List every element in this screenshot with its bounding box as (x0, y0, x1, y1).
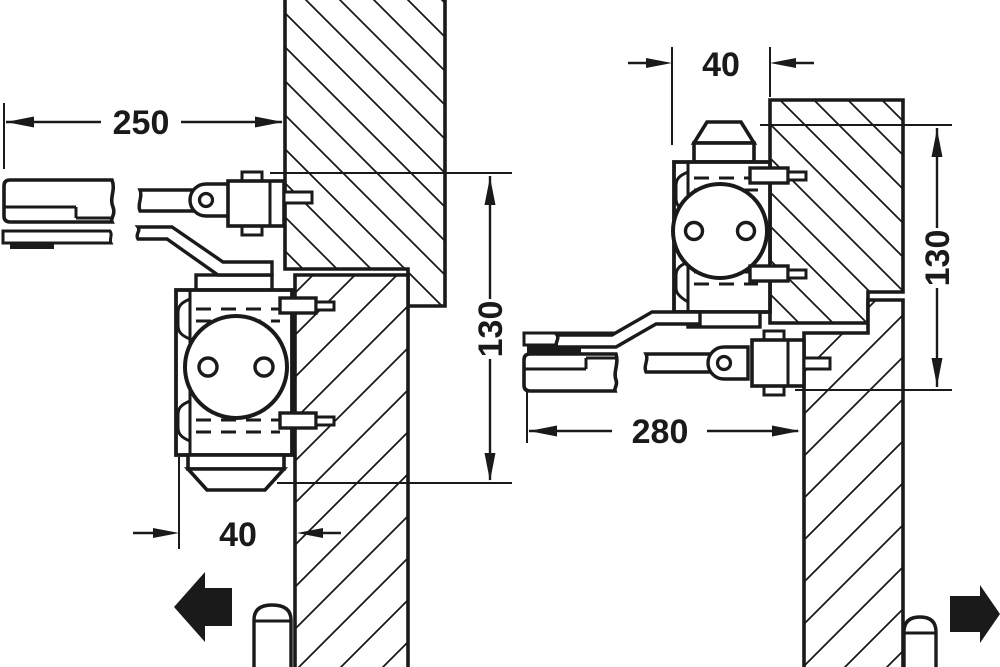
right-dim-40: 40 (628, 46, 814, 145)
bracket-screw (802, 356, 832, 371)
mounting-tab (278, 296, 318, 315)
arrowhead-left-icon (529, 425, 557, 437)
pinion-plate (194, 273, 274, 292)
arm-bracket (750, 338, 806, 388)
right-dim-280: 280 (526, 387, 800, 451)
arrowhead-right-icon (646, 58, 672, 68)
left-dim-250: 250 (3, 103, 283, 169)
mounting-tab (748, 166, 790, 185)
right-arm-assembly (643, 329, 832, 397)
door-swing-arrow-right-icon (950, 585, 1000, 643)
left-door-section (293, 273, 410, 667)
left-arm-assembly (137, 170, 314, 237)
arrowhead-down-icon (931, 358, 943, 386)
left-dim-130: 130 (270, 172, 512, 484)
dim-label-130: 130 (919, 230, 957, 287)
hinge-pin (252, 603, 293, 667)
mounting-tab (748, 264, 790, 283)
left-glide-rail-section (1, 178, 116, 249)
right-closer-assembly (553, 120, 808, 349)
valve-screw-icon (735, 220, 757, 242)
mounting-screw (786, 170, 808, 182)
arrowhead-right-icon (772, 425, 800, 437)
door-swing-arrow-left-icon (174, 572, 232, 642)
arrowhead-left-icon (6, 116, 34, 128)
mounting-screw (786, 268, 808, 280)
arrowhead-right-icon (255, 116, 283, 128)
arrowhead-left-icon (297, 528, 323, 538)
arm-bar (137, 188, 200, 213)
pivot-pin-icon (715, 354, 733, 372)
mounting-tab (278, 411, 318, 430)
slider-block (10, 243, 54, 249)
closer-end-cap (690, 120, 758, 145)
bent-arm (553, 310, 702, 349)
bent-arm (134, 225, 274, 277)
hinge-pin (902, 615, 938, 667)
arrowhead-left-icon (770, 58, 796, 68)
dim-label-250: 250 (113, 104, 170, 142)
valve-screw-icon (197, 356, 219, 378)
left-dim-40: 40 (133, 457, 341, 554)
closer-spring-cylinder (183, 314, 289, 420)
right-dim-130: 130 (760, 124, 957, 391)
closer-spring-cylinder (671, 182, 769, 280)
dim-label-40: 40 (702, 46, 740, 84)
dim-label-280: 280 (632, 413, 689, 451)
left-closer-assembly (134, 225, 336, 492)
valve-screw-icon (253, 356, 275, 378)
closer-end-cap (183, 467, 289, 492)
arrowhead-right-icon (153, 528, 179, 538)
arm-bracket (226, 179, 286, 228)
right-frame-section (768, 98, 905, 325)
arrowhead-down-icon (484, 453, 496, 481)
mounting-screw (314, 415, 336, 427)
right-view: 40 130 280 (522, 46, 1000, 667)
pivot-pin-icon (197, 191, 215, 209)
arrowhead-up-icon (484, 177, 496, 205)
slider-block (527, 346, 581, 353)
arrowhead-up-icon (931, 129, 943, 157)
left-frame-section (283, 0, 447, 308)
dim-label-130: 130 (472, 301, 510, 358)
left-view: 250 130 40 (1, 0, 512, 667)
mounting-screw (314, 300, 336, 312)
right-door-section (802, 298, 905, 667)
valve-screw-icon (683, 220, 705, 242)
dim-label-40: 40 (219, 516, 257, 554)
bracket-screw (282, 190, 314, 205)
